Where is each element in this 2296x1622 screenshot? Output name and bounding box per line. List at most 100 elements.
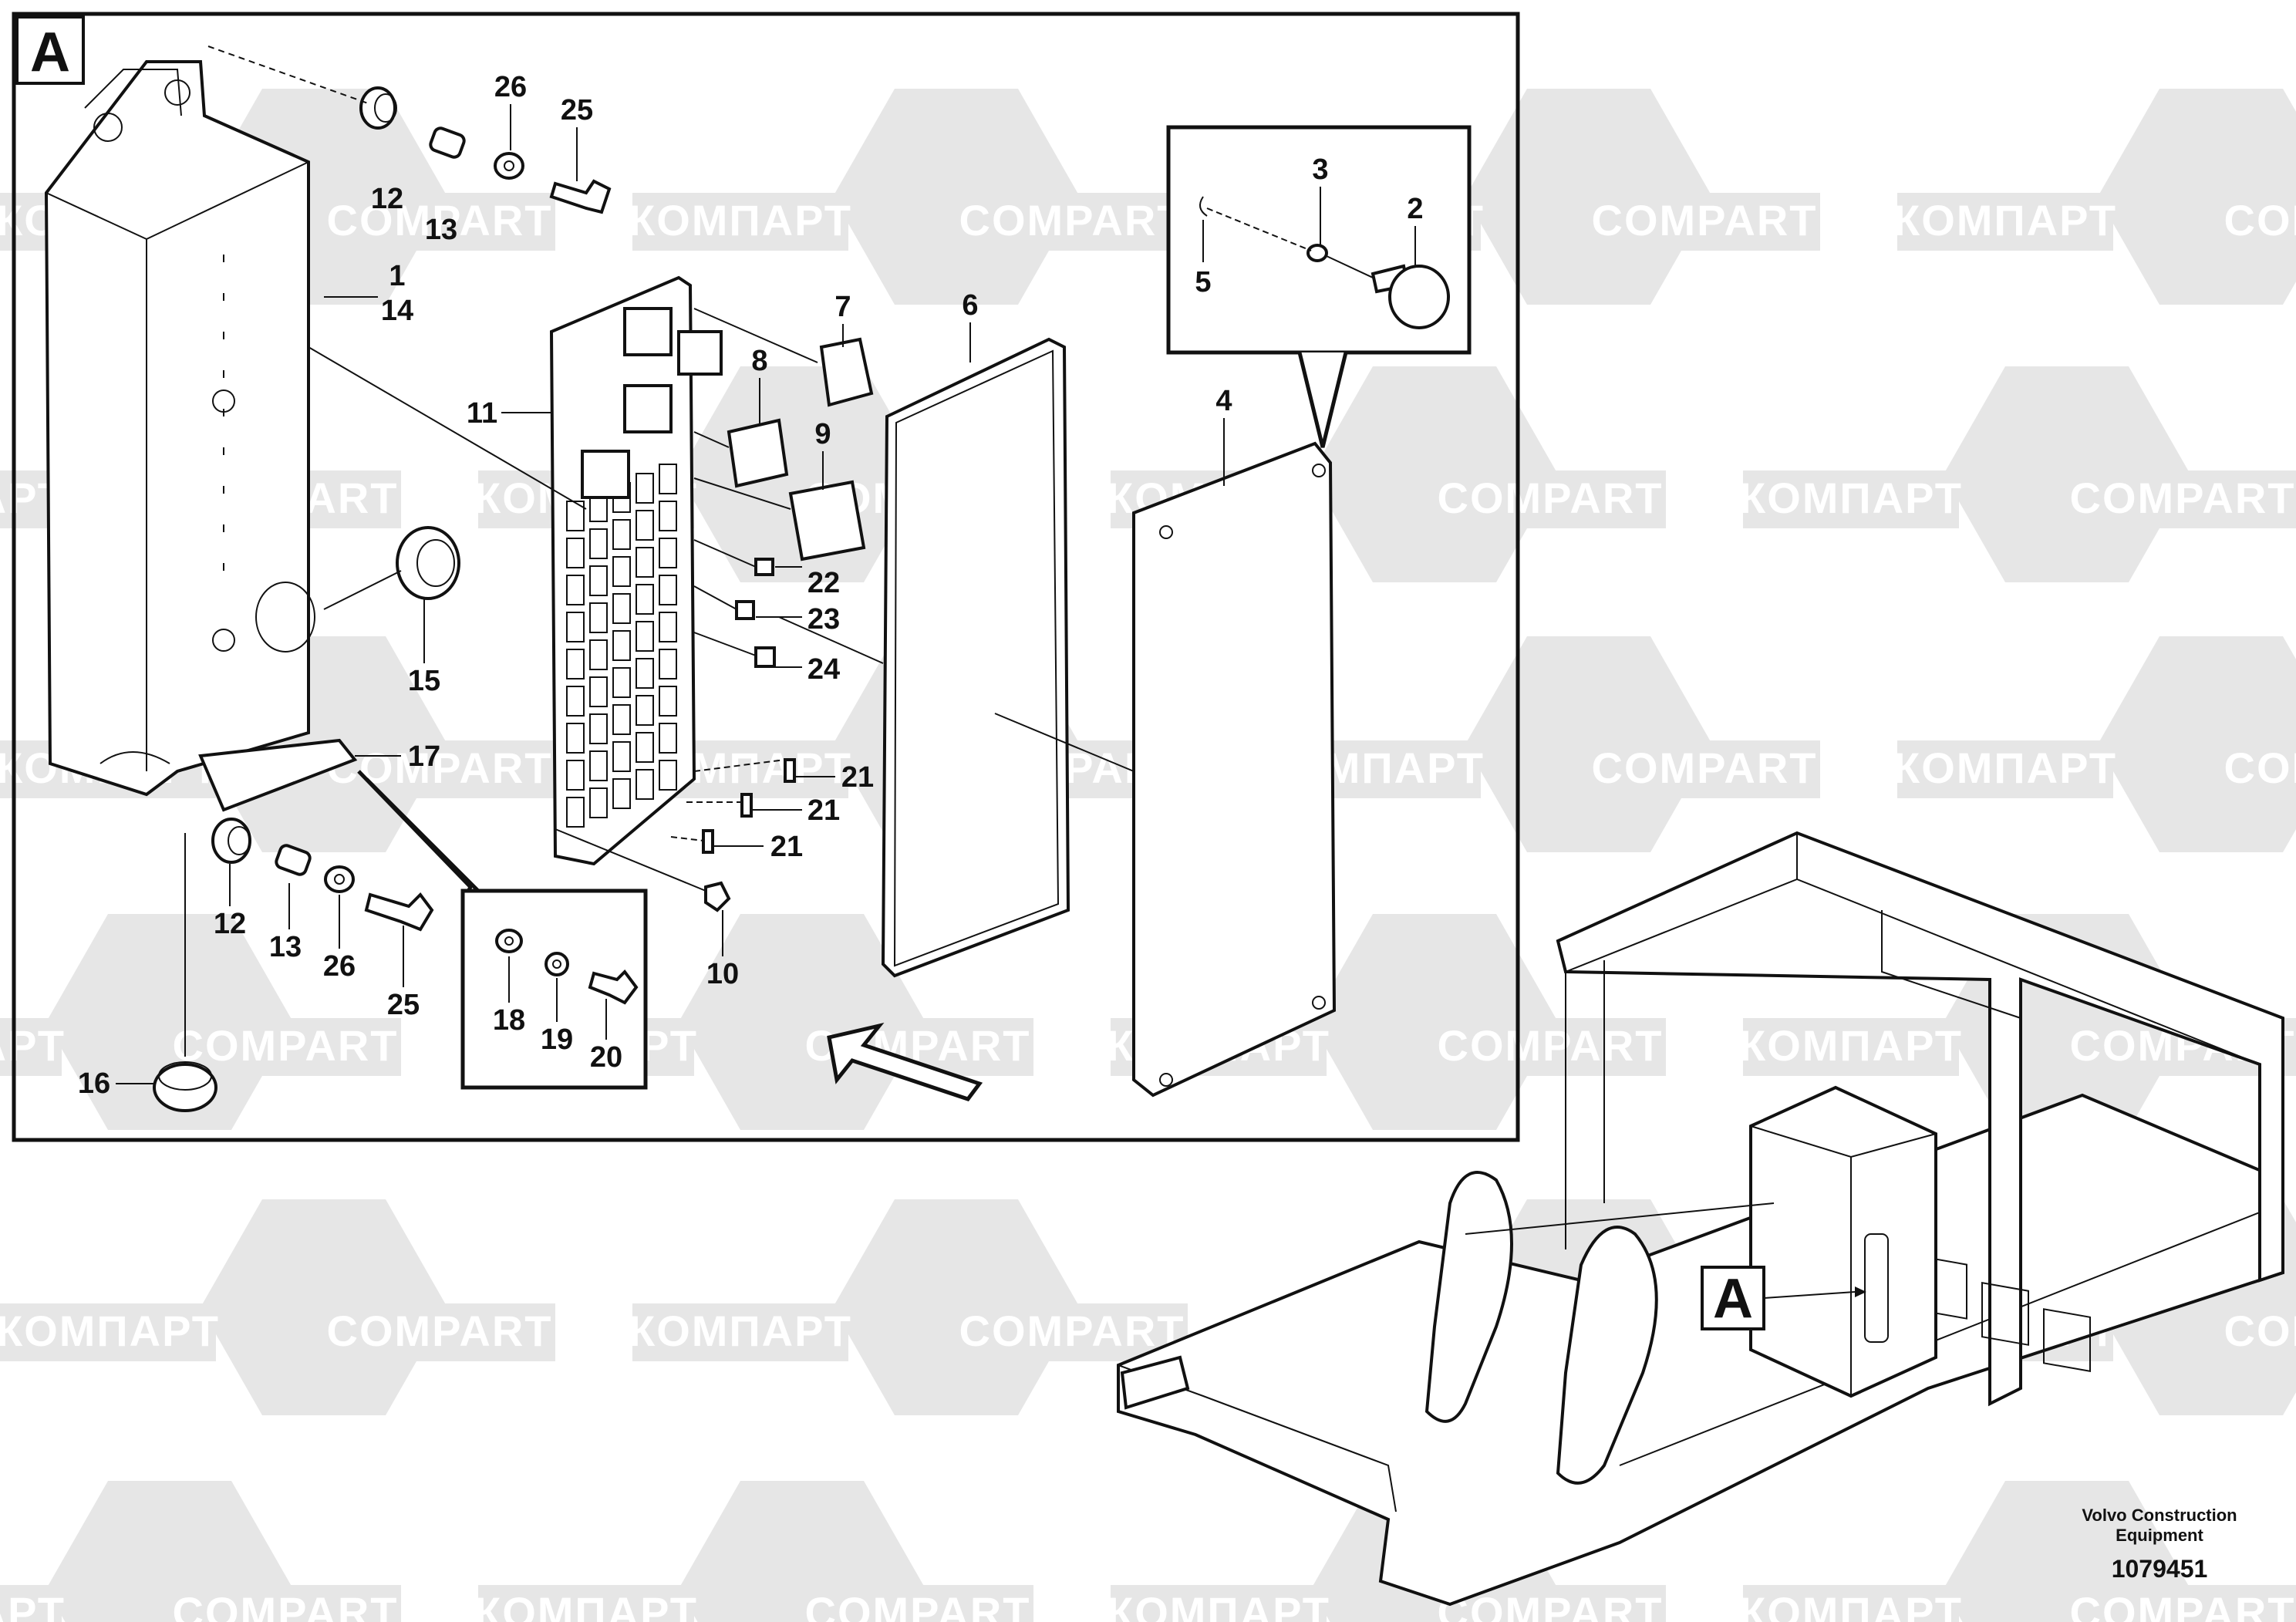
board-fuse-slot — [566, 649, 585, 679]
board-components — [566, 464, 677, 828]
label-21c: 21 — [770, 831, 803, 863]
watermark-banner — [956, 193, 1188, 251]
watermark-word-right: COMPART — [173, 1021, 399, 1070]
board-fuse-slot — [659, 575, 677, 605]
watermark-word-right: COMPART — [2224, 744, 2296, 792]
cover-4 — [1132, 441, 1337, 1098]
watermark-banner — [324, 193, 555, 251]
watermark-word-left: КОМПАРТ — [1107, 1588, 1330, 1622]
board-fuse-slot — [566, 575, 585, 605]
watermark-banner — [1435, 470, 1666, 528]
washer-18 — [495, 929, 523, 953]
label-15: 15 — [408, 665, 440, 697]
label-6: 6 — [962, 289, 978, 322]
board-fuse-slot — [589, 602, 608, 633]
watermark-banner — [1743, 470, 1959, 528]
label-2: 2 — [1407, 193, 1423, 225]
board-fuse-slot — [566, 723, 585, 754]
board-fuse-slot — [659, 501, 677, 531]
watermark-word-right: COMPART — [959, 196, 1185, 244]
board-fuse-slot — [566, 760, 585, 791]
detail-frame — [12, 12, 1520, 1142]
watermark-word-right: COMPART — [327, 744, 553, 792]
label-13-bottom: 13 — [269, 931, 302, 963]
label-25-bottom: 25 — [387, 989, 420, 1021]
board-fuse-slot — [612, 519, 631, 550]
watermark-word-right: COMPART — [173, 1588, 399, 1622]
label-18: 18 — [493, 1004, 525, 1037]
label-7: 7 — [834, 291, 851, 323]
watermark-banner — [324, 740, 555, 798]
view-direction-arrow — [827, 1022, 983, 1101]
board-fuse-slot — [612, 593, 631, 624]
board-fuse-slot — [612, 704, 631, 735]
label-24: 24 — [807, 653, 840, 686]
board-fuse-slot — [589, 528, 608, 559]
fuse-22 — [754, 558, 774, 576]
label-5: 5 — [1195, 266, 1211, 298]
company-line-2: Equipment — [2116, 1526, 2203, 1545]
washer-19 — [544, 952, 569, 976]
board-fuse-slot — [636, 473, 654, 504]
callout-numbers: 12 13 26 25 1 14 11 15 17 12 13 26 25 16… — [78, 71, 1424, 1100]
board-fuse-slot — [636, 769, 654, 800]
board-fuse-slot — [589, 750, 608, 781]
board-fuse-slot — [612, 778, 631, 809]
board-fuse-slot — [636, 547, 654, 578]
watermark-word-left: КОМПАРТ — [629, 1307, 852, 1355]
board-fuse-slot — [566, 686, 585, 717]
label-26-bottom: 26 — [323, 950, 356, 983]
watermark-banner — [170, 1018, 401, 1076]
label-9: 9 — [814, 418, 831, 450]
fuse-21b — [740, 793, 753, 818]
label-12-top: 12 — [371, 183, 403, 215]
watermark-word-left: КОМПАРТ — [1893, 744, 2117, 792]
label-17: 17 — [408, 740, 440, 773]
board-fuse-slot — [612, 630, 631, 661]
watermark-banner — [802, 1585, 1033, 1622]
label-16: 16 — [78, 1067, 110, 1100]
locator-label-box — [1701, 1266, 1765, 1330]
locator-label: A — [1713, 1268, 1753, 1330]
fuse-24 — [754, 646, 776, 668]
watermark-word-right: COMPART — [327, 1307, 553, 1355]
upper-fastener-set — [359, 86, 612, 214]
watermark-banner — [1743, 1585, 1959, 1622]
lower-fastener-set — [211, 818, 434, 932]
board-fuse-slot — [589, 787, 608, 818]
screw-10 — [704, 881, 731, 912]
board-fuse-slot — [636, 510, 654, 541]
label-13-top: 13 — [425, 214, 457, 246]
watermark-word-right: COMPART — [1592, 196, 1818, 244]
detail-label-box — [15, 15, 85, 85]
bolt-20 — [588, 969, 639, 1005]
board-fuse-slot — [612, 667, 631, 698]
label-8: 8 — [751, 345, 767, 377]
watermark-banner — [0, 1018, 62, 1076]
watermark-banner — [1435, 1018, 1666, 1076]
board-fuse-slot — [659, 538, 677, 568]
watermark-word-right: COMPART — [1592, 744, 1818, 792]
label-19: 19 — [541, 1023, 573, 1056]
detail-label: A — [30, 22, 70, 83]
watermark-banner — [1111, 1585, 1327, 1622]
gasket-6 — [881, 337, 1070, 978]
watermark-word-left: КОМПАРТ — [1739, 474, 1963, 522]
watermark-banner — [1589, 740, 1820, 798]
electrical-box-housing — [44, 60, 358, 812]
board-fuse-slot — [566, 538, 585, 568]
label-21b: 21 — [807, 794, 840, 827]
fuse-21c — [702, 829, 714, 854]
cap-16 — [153, 1061, 217, 1112]
board-fuse-slot — [589, 676, 608, 707]
watermark-word-right: COMPART — [2070, 474, 2296, 522]
watermark-banner — [2067, 1585, 2296, 1622]
board-fuse-slot — [612, 556, 631, 587]
label-11: 11 — [467, 397, 497, 430]
machine-frame-overview: A — [1117, 831, 2284, 1607]
knob-2 — [1371, 264, 1450, 329]
watermark-word-right: COMPART — [805, 1588, 1031, 1622]
watermark-banner — [2221, 1303, 2296, 1361]
board-fuse-slot — [612, 741, 631, 772]
watermark-banner — [0, 1303, 216, 1361]
